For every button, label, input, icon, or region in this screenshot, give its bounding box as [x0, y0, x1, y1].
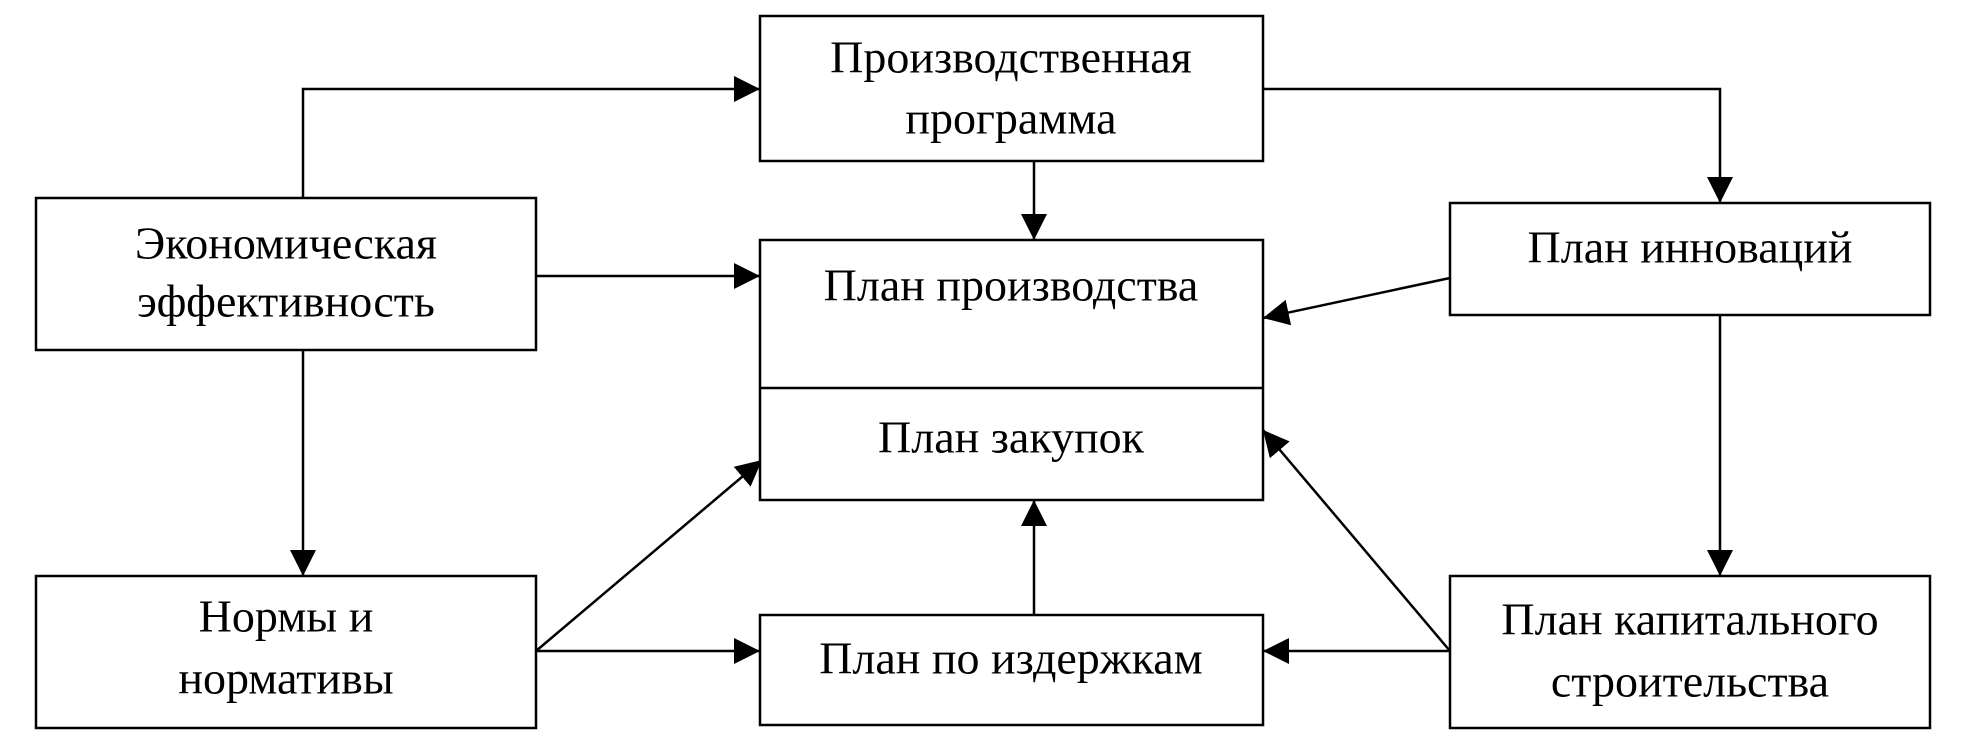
node-production-plan: План производства — [824, 260, 1199, 311]
edge-innovation-to-production-plan — [1262, 276, 1451, 326]
node-purchase-plan-label: План закупок — [878, 412, 1145, 463]
node-cost-plan: План по издержкам — [758, 613, 1265, 727]
edge-capital-to-purchase — [1262, 429, 1451, 652]
node-norms: Нормы и нормативы — [34, 574, 538, 730]
edge-program-to-innovation — [1263, 87, 1733, 203]
node-production-program: Производственная программа — [758, 14, 1265, 163]
node-innovation-plan: План инноваций — [1448, 201, 1932, 317]
connectors — [290, 76, 1733, 664]
node-innovation-plan-label: План инноваций — [1528, 222, 1853, 273]
node-production-plan-label: План производства — [824, 260, 1199, 311]
node-capital-construction-plan: План капитального строительства — [1448, 574, 1932, 730]
node-capital-construction-plan-line2: строительства — [1551, 656, 1829, 707]
node-capital-construction-plan-line1: План капитального — [1501, 594, 1878, 645]
node-economic-efficiency-line1: Экономическая — [135, 218, 437, 269]
node-production-purchase-block: План производства План закупок — [758, 238, 1265, 502]
node-production-program-line1: Производственная — [830, 32, 1192, 83]
node-cost-plan-label: План по издержкам — [819, 633, 1203, 684]
node-production-program-line2: программа — [905, 93, 1116, 144]
node-economic-efficiency: Экономическая эффективность — [34, 196, 538, 352]
edge-norms-to-purchase — [535, 459, 763, 652]
edge-efficiency-to-program — [301, 76, 760, 198]
node-norms-line2: нормативы — [178, 653, 393, 704]
node-economic-efficiency-line2: эффективность — [137, 276, 435, 327]
node-norms-line1: Нормы и — [199, 591, 374, 642]
node-purchase-plan: План закупок — [878, 412, 1145, 463]
